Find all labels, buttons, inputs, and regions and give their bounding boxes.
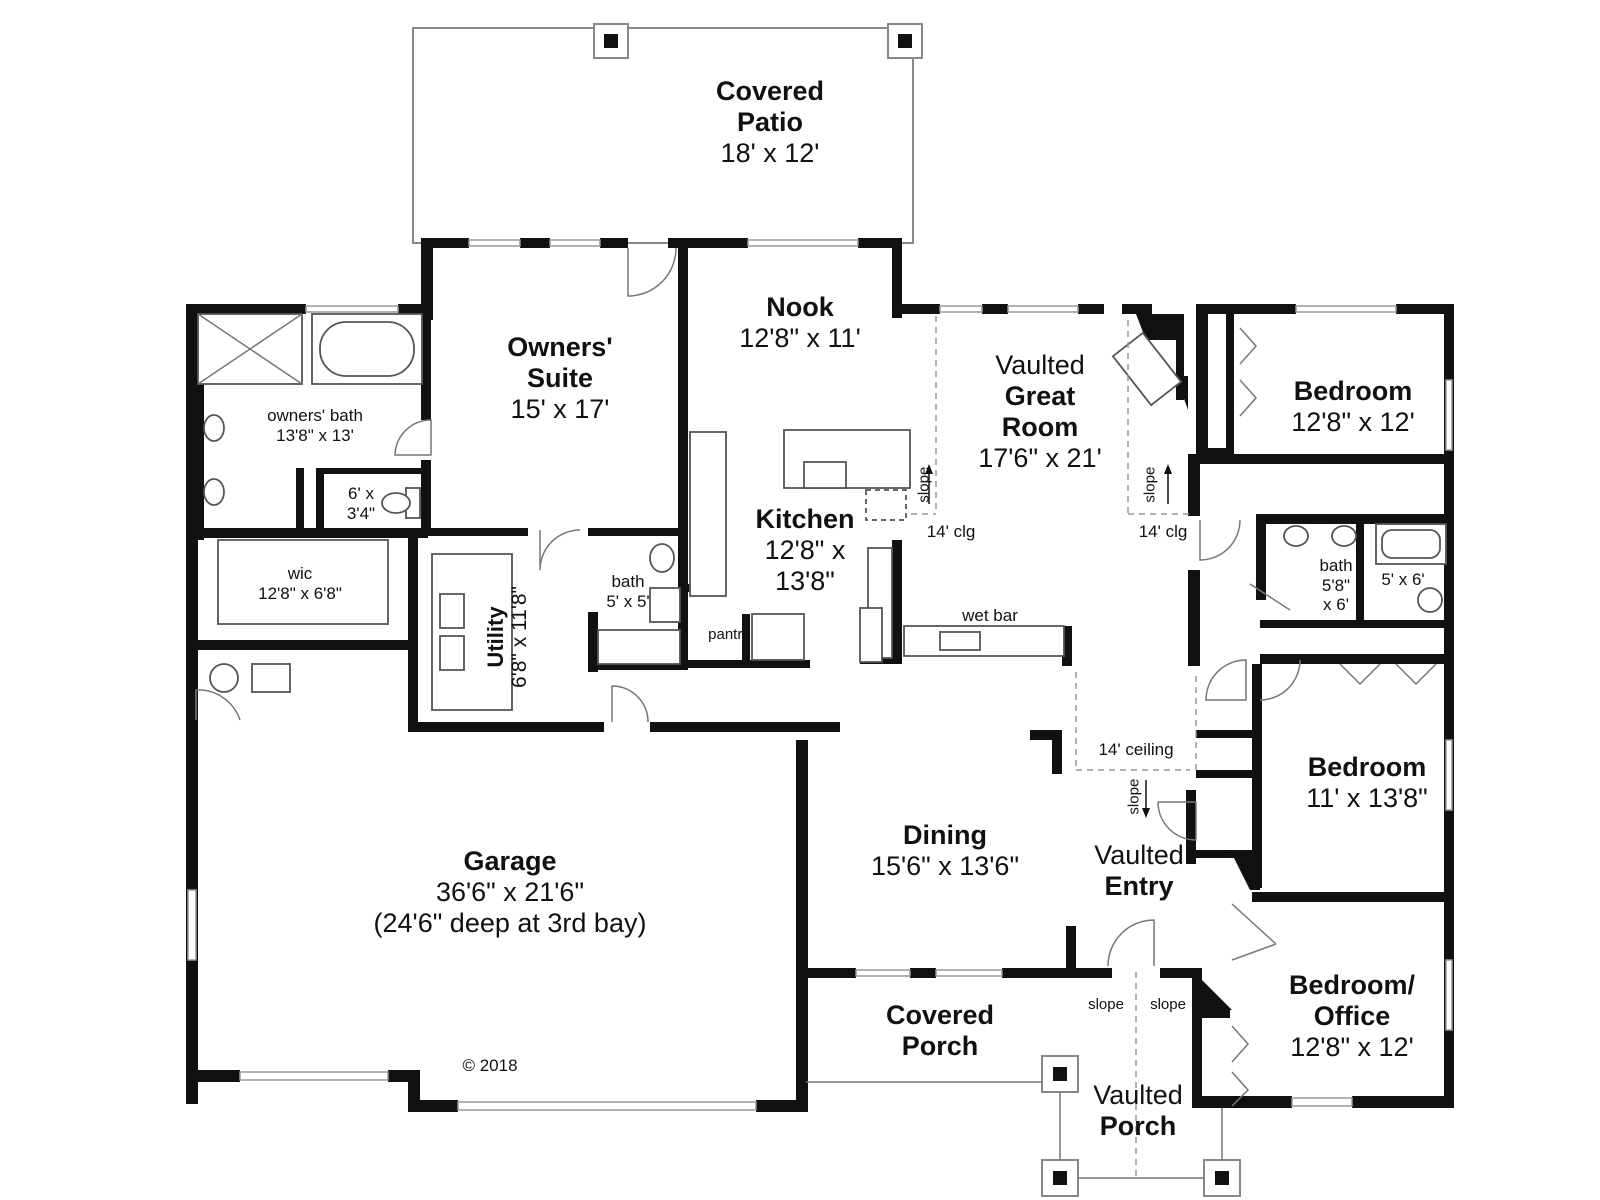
- kitchen-name: Kitchen: [755, 504, 855, 534]
- toilet-room-label: 6' x 3'4": [336, 484, 386, 523]
- closet-doors: [1231, 327, 1437, 1107]
- great-room-label: Vaulted Great Room 17'6" x 21': [950, 350, 1130, 474]
- bedroom-1-name: Bedroom: [1293, 376, 1413, 406]
- kitchen-size-1: 12'8" x: [764, 535, 846, 566]
- ceiling-height-right: 14' clg: [1138, 522, 1188, 541]
- bedroom-office-name-1: Bedroom/: [1288, 970, 1415, 1000]
- covered-patio-name-1: Covered: [715, 76, 825, 106]
- small-bath-label: bath 5' x 5': [598, 572, 658, 611]
- great-room-size: 17'6" x 21': [978, 443, 1102, 474]
- interior-walls: [196, 244, 1454, 1106]
- covered-porch-label: Covered Porch: [860, 1000, 1020, 1062]
- dining-name: Dining: [903, 820, 987, 850]
- wic-size: 12'8" x 6'8": [258, 583, 342, 603]
- owners-suite-size: 15' x 17': [510, 394, 610, 425]
- bath-2-size-1: 5'8": [1321, 575, 1351, 595]
- small-bath-name: bath: [611, 572, 645, 591]
- utility-name: Utility: [483, 606, 508, 668]
- bedroom-2-name: Bedroom: [1307, 752, 1427, 782]
- doors: [195, 247, 1301, 967]
- slope-label-great-room: slope: [1141, 466, 1159, 503]
- nook-name: Nook: [766, 292, 834, 322]
- great-room-name-2: Great: [1004, 381, 1076, 412]
- entry-label: Vaulted Entry: [1074, 840, 1204, 902]
- owners-bath-size: 13'8" x 13': [276, 425, 354, 445]
- garage-label: Garage 36'6" x 21'6" (24'6" deep at 3rd …: [340, 846, 680, 939]
- garage-note: (24'6" deep at 3rd bay): [373, 908, 647, 939]
- fixtures: [197, 313, 1447, 1197]
- fireplace: [1111, 314, 1260, 1010]
- bedroom-office-name-2: Office: [1313, 1001, 1391, 1032]
- covered-porch-name-2: Porch: [901, 1031, 979, 1062]
- entry-name-2: Entry: [1104, 871, 1174, 902]
- garage-size: 36'6" x 21'6": [435, 877, 585, 908]
- kitchen-label: Kitchen 12'8" x 13'8": [730, 504, 880, 597]
- vaulted-porch-label: Vaulted Porch: [1068, 1080, 1208, 1142]
- entry-name-1: Vaulted: [1094, 840, 1184, 870]
- nook-size: 12'8" x 11': [739, 323, 861, 354]
- ceiling-height-entry: 14' ceiling: [1098, 740, 1174, 759]
- kitchen-size-2: 13'8": [775, 566, 835, 597]
- bath-2-name: bath: [1319, 556, 1353, 575]
- nook-label: Nook 12'8" x 11': [720, 292, 880, 354]
- covered-patio-label: Covered Patio 18' x 12': [680, 76, 860, 169]
- utility-size: 6'8" x 11'8": [508, 586, 532, 688]
- bath-2-label: bath 5'8" x 6': [1306, 556, 1366, 615]
- wic-name: wic: [287, 564, 313, 583]
- bath-2-size-2: x 6': [1323, 595, 1349, 615]
- vaulted-porch-name-1: Vaulted: [1093, 1080, 1183, 1110]
- bedroom-1-label: Bedroom 12'8" x 12': [1268, 376, 1438, 438]
- owners-bath-label: owners' bath 13'8" x 13': [240, 406, 390, 445]
- owners-suite-name-2: Suite: [526, 363, 593, 394]
- dining-label: Dining 15'6" x 13'6": [850, 820, 1040, 882]
- covered-patio-outline: [412, 23, 923, 244]
- owners-suite-label: Owners' Suite 15' x 17': [470, 332, 650, 425]
- owners-bath-name: owners' bath: [267, 406, 363, 425]
- toilet-room-size-1: 6' x: [348, 484, 374, 503]
- great-room-name-3: Room: [1001, 412, 1079, 443]
- bedroom-1-size: 12'8" x 12': [1291, 407, 1415, 438]
- toilet-room-size-2: 3'4": [346, 503, 376, 523]
- small-bath-size: 5' x 5': [606, 591, 650, 611]
- ceiling-height-left: 14' clg: [926, 522, 976, 541]
- bedroom-2-label: Bedroom 11' x 13'8": [1282, 752, 1452, 814]
- covered-patio-name-2: Patio: [736, 107, 803, 138]
- vaulted-porch-name-2: Porch: [1099, 1111, 1177, 1142]
- slope-label-kitchen: slope: [915, 466, 933, 503]
- bedroom-office-size: 12'8" x 12': [1290, 1032, 1414, 1063]
- utility-label: Utility 6'8" x 11'8": [483, 547, 537, 727]
- windows: [187, 239, 1453, 1111]
- wet-bar-label: wet bar: [962, 606, 1018, 625]
- slope-label-porch-right: slope: [1150, 996, 1186, 1013]
- bath-2-tub-size: 5' x 6': [1381, 570, 1425, 589]
- slope-label-porch-left: slope: [1088, 996, 1124, 1013]
- slope-label-entry: slope: [1125, 778, 1143, 815]
- pantry-name: pantry: [708, 626, 750, 643]
- bedroom-2-size: 11' x 13'8": [1306, 783, 1428, 814]
- covered-patio-size: 18' x 12': [720, 138, 820, 169]
- copyright-label: © 2018: [462, 1056, 518, 1075]
- garage-name: Garage: [463, 846, 557, 876]
- bedroom-office-label: Bedroom/ Office 12'8" x 12': [1262, 970, 1442, 1063]
- wic-label: wic 12'8" x 6'8": [230, 564, 370, 603]
- great-room-name-1: Vaulted: [995, 350, 1085, 380]
- owners-suite-name-1: Owners': [507, 332, 613, 362]
- covered-porch-name-1: Covered: [885, 1000, 995, 1030]
- pantry-label: pantry: [702, 626, 756, 643]
- dining-size: 15'6" x 13'6": [870, 851, 1020, 882]
